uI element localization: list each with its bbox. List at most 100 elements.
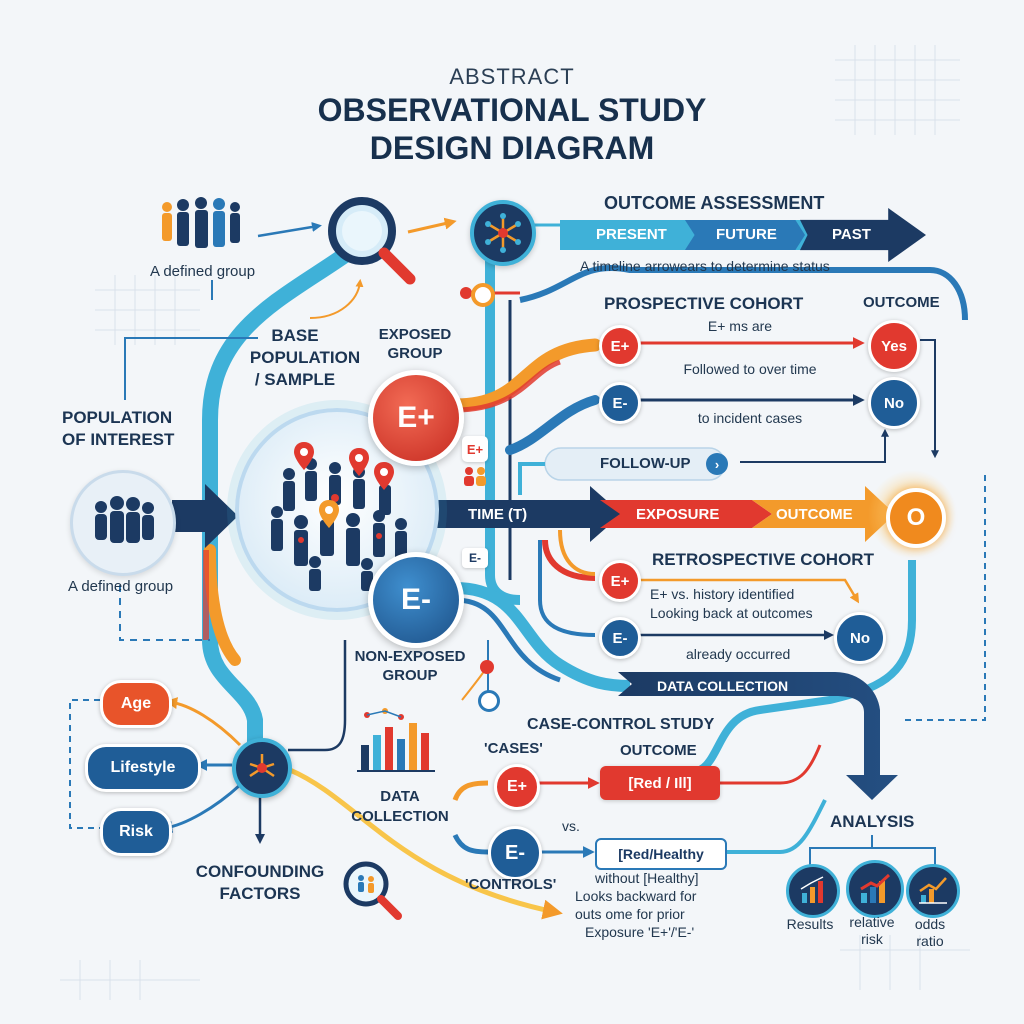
network-icon <box>485 213 521 253</box>
exposed-group-label-2: GROUP <box>387 345 443 362</box>
analysis-results: Results <box>786 916 834 932</box>
no-node-retro: No <box>834 612 886 664</box>
base-label-3: / SAMPLE <box>254 370 336 389</box>
arrow-to-age <box>165 697 242 747</box>
no-label-prospective: No <box>884 394 904 412</box>
connector-magnifier-from-base <box>309 278 364 319</box>
connector-center-vertical <box>485 255 521 605</box>
retrospective-line-3: already occurred <box>686 646 791 662</box>
stage-present: PRESENT <box>596 226 667 243</box>
outcome-o-circle: O <box>886 488 946 548</box>
looks-backward-2: outs ome for prior <box>575 906 685 922</box>
arrow-population-to-base <box>172 484 238 548</box>
tube-retro-e-minus <box>538 540 596 637</box>
time-label: TIME (T) <box>468 506 528 523</box>
no-node-prospective: No <box>868 377 920 429</box>
exposure-band <box>600 500 772 528</box>
data-collection-left-1: DATA <box>380 788 420 805</box>
title-abstract: ABSTRACT <box>449 64 575 89</box>
non-exposed-label-2: GROUP <box>382 667 438 684</box>
outcome-assessment-note: A timeline arrowears to determine status <box>580 258 830 274</box>
chevron-right-icon: › <box>714 456 720 472</box>
analysis-odds-1: odds <box>914 916 946 932</box>
arrow-case-left-orange <box>452 780 489 801</box>
base-label-2: POPULATION <box>249 348 361 367</box>
exposure-label: EXPOSURE <box>636 506 720 523</box>
red-healthy-box: [Red/Healthy <box>595 838 727 870</box>
title-line-2: DESIGN DIAGRAM <box>369 130 655 166</box>
prospective-outcome-label: OUTCOME <box>863 294 940 311</box>
trend-chart-icon <box>860 873 891 903</box>
tube-retro-e-plus-orange <box>558 529 596 576</box>
exposed-circle: E+ <box>368 370 464 466</box>
prospective-e-plus-label: E+ <box>610 337 630 355</box>
arrow-followup-to-no <box>740 428 889 463</box>
small-node-orange <box>478 690 500 712</box>
follow-up-label: FOLLOW-UP <box>600 455 691 472</box>
arrow-controls-left <box>452 833 489 855</box>
stage-future: FUTURE <box>716 226 777 243</box>
tube-right-down <box>639 560 916 779</box>
data-collection-band <box>618 672 898 800</box>
non-exposed-circle-label: E- <box>401 583 431 616</box>
people-icon <box>95 496 154 543</box>
small-node-top <box>480 660 494 674</box>
confounding-label-2: FACTORS <box>219 884 301 903</box>
location-pin-icon <box>349 448 369 476</box>
tube-nonexposed-to-datacollection <box>454 582 631 692</box>
prospective-e-minus-label: E- <box>612 394 628 412</box>
follow-up-tube <box>518 462 545 495</box>
dashed-loop-confounding <box>69 699 100 829</box>
controls-e-minus-label: E- <box>505 841 525 864</box>
crowd-icon <box>271 458 407 591</box>
bar-chart-small-icon <box>800 876 824 903</box>
retro-e-minus-node: E- <box>599 617 641 659</box>
small-people-icon <box>464 467 486 486</box>
population-label-1: POPULATION <box>62 408 173 427</box>
lifestyle-label: Lifestyle <box>110 759 176 776</box>
tube-nonexposed-to-datacollection-navy <box>454 597 561 683</box>
looks-backward-3: Exposure 'E+'/'E-' <box>585 924 695 940</box>
prospective-e-minus-node: E- <box>599 382 641 424</box>
population-label-2: OF INTEREST <box>62 430 175 449</box>
arrow-yes-to-o <box>920 339 939 459</box>
network-node <box>470 200 536 266</box>
cases-e-plus-label: E+ <box>506 778 527 795</box>
case-control-outcome: OUTCOME <box>620 742 697 759</box>
connector-main-vertical <box>202 247 353 753</box>
connector-group-to-magnifier <box>257 222 322 238</box>
non-exposed-label-1: NON-EXPOSED <box>354 648 466 665</box>
looks-backward-1: Looks backward for <box>575 888 697 904</box>
lifestyle-pill[interactable]: Lifestyle <box>85 744 201 792</box>
small-e-minus-badge: E- <box>462 548 488 568</box>
cases-e-plus-node: E+ <box>494 764 540 810</box>
location-pin-icon <box>294 442 314 470</box>
risk-pill[interactable]: Risk <box>100 808 172 856</box>
stage-past: PAST <box>832 226 871 243</box>
analysis-relative-2: risk <box>861 931 883 947</box>
arrow-retro-to-no <box>640 578 860 604</box>
analysis-bracket <box>809 835 936 865</box>
results-icon-circle <box>786 864 840 918</box>
red-healthy-label: [Red/Healthy <box>618 846 704 862</box>
outcome-band <box>752 486 895 542</box>
analysis-odds-2: ratio <box>916 933 944 949</box>
prospective-line-2: Followed to over time <box>683 361 817 377</box>
confounding-hub <box>232 738 292 798</box>
age-pill[interactable]: Age <box>100 680 172 728</box>
magnifier-small-icon <box>343 861 402 920</box>
non-exposed-circle: E- <box>368 552 464 648</box>
analysis-title: ANALYSIS <box>830 812 915 831</box>
title-line-1: OBSERVATIONAL STUDY <box>317 92 707 128</box>
tube-center-to-prospective <box>519 265 968 321</box>
controls-label: 'CONTROLS' <box>465 876 557 893</box>
location-pin-icon <box>319 500 339 528</box>
bar-chart-icon <box>357 708 435 772</box>
vs-label: vs. <box>562 818 580 834</box>
retrospective-line-2: Looking back at outcomes <box>650 605 813 621</box>
odds-ratio-icon-circle <box>906 864 960 918</box>
arrow-red-ill-right <box>720 744 822 785</box>
prospective-title: PROSPECTIVE COHORT <box>604 294 804 313</box>
without-healthy: without [Healthy] <box>595 870 699 886</box>
